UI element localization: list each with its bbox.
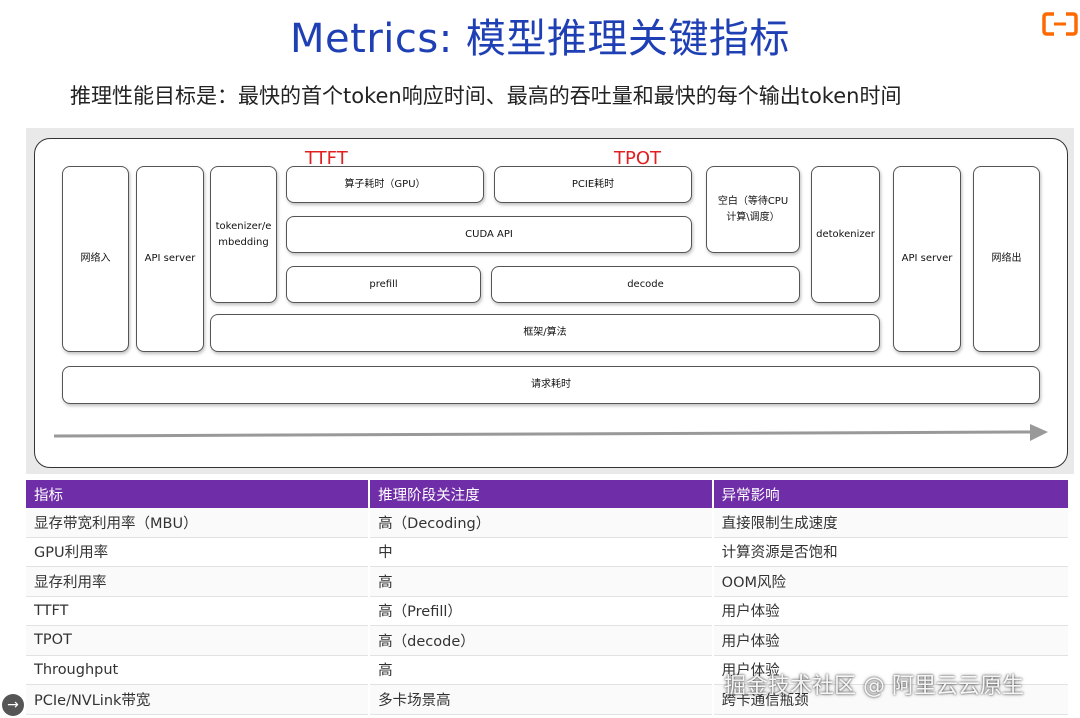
- idle-box: 空白（等待CPU 计算\调度）: [706, 166, 800, 253]
- cell-impact: 用户体验: [712, 625, 1071, 656]
- tpot-label: TPOT: [614, 148, 662, 169]
- subtitle: 推理性能目标是：最快的首个token响应时间、最高的吞吐量和最快的每个输出tok…: [70, 84, 902, 108]
- idle-label-line1: 空白（等待CPU: [717, 196, 789, 207]
- cell-metric: TPOT: [26, 625, 371, 656]
- api-server-out-box: API server: [893, 166, 961, 352]
- cell-focus: 高: [369, 655, 714, 685]
- watermark: 掘金技术社区 @ 阿里云云原生: [724, 674, 1024, 699]
- table-row: PCIe/NVLink带宽 多卡场景高 跨卡通信瓶颈: [26, 684, 1071, 715]
- header-impact: 异常影响: [712, 480, 1071, 508]
- page-title: Metrics: 模型推理关键指标: [290, 16, 790, 62]
- arrow-right-circle-icon[interactable]: →: [2, 694, 24, 716]
- cell-impact: 跨卡通信瓶颈: [712, 684, 1071, 715]
- cell-metric: TTFT: [26, 596, 371, 626]
- cell-focus: 中: [369, 537, 714, 567]
- network-in-box: 网络入: [62, 166, 129, 352]
- tokenizer-box: tokenizer/e mbedding: [210, 166, 277, 303]
- cuda-api-box: CUDA API: [286, 216, 692, 253]
- table-row: 显存利用率 高 OOM风险: [26, 566, 1071, 597]
- cell-impact: OOM风险: [712, 566, 1071, 597]
- timeline-arrow-icon: [54, 424, 1048, 441]
- cell-metric: GPU利用率: [26, 537, 371, 567]
- cell-focus: 多卡场景高: [369, 684, 714, 715]
- cell-metric: 显存带宽利用率（MBU）: [26, 508, 371, 538]
- cell-focus: 高（Decoding）: [369, 508, 714, 538]
- pcie-time-box: PCIE耗时: [494, 166, 692, 203]
- idle-label: 空白（等待CPU 计算\调度）: [718, 194, 788, 225]
- prefill-box: prefill: [286, 266, 481, 303]
- tokenizer-label-line1: tokenizer/e: [215, 221, 272, 232]
- decode-label: decode: [627, 278, 664, 290]
- idle-label-line2: 计算\调度）: [726, 211, 780, 223]
- cell-impact: 计算资源是否饱和: [712, 537, 1071, 567]
- cell-impact: 直接限制生成速度: [712, 508, 1071, 538]
- detokenizer-box: detokenizer: [811, 166, 880, 303]
- aliyun-logo-icon: [1042, 12, 1078, 36]
- decode-box: decode: [491, 266, 800, 303]
- header-metric: 指标: [26, 480, 371, 508]
- cell-impact: 用户体验: [712, 655, 1071, 685]
- cell-metric: Throughput: [26, 655, 371, 685]
- cell-focus: 高: [369, 566, 714, 597]
- table-row: Throughput 高 用户体验: [26, 655, 1071, 685]
- cuda-api-label: CUDA API: [465, 228, 513, 240]
- gpu-time-label: 算子耗时（GPU）: [344, 178, 426, 190]
- gpu-time-box: 算子耗时（GPU）: [286, 166, 484, 203]
- network-out-box: 网络出: [973, 166, 1040, 352]
- table-row: TPOT 高（decode） 用户体验: [26, 625, 1071, 656]
- detokenizer-label: detokenizer: [816, 228, 875, 240]
- cell-impact: 用户体验: [712, 596, 1071, 626]
- ttft-label: TTFT: [305, 148, 348, 169]
- network-out-label: 网络出: [991, 253, 1022, 265]
- api-server-out-label: API server: [901, 253, 953, 265]
- table-row: GPU利用率 中 计算资源是否饱和: [26, 537, 1071, 567]
- cell-metric: PCIe/NVLink带宽: [26, 684, 371, 715]
- prefill-label: prefill: [369, 278, 398, 290]
- table-row: 显存带宽利用率（MBU） 高（Decoding） 直接限制生成速度: [26, 508, 1071, 538]
- api-server-in-box: API server: [136, 166, 204, 352]
- cell-metric: 显存利用率: [26, 566, 371, 597]
- api-server-in-label: API server: [144, 253, 196, 265]
- tokenizer-label: tokenizer/e mbedding: [216, 219, 272, 250]
- table-row: TTFT 高（Prefill） 用户体验: [26, 596, 1071, 626]
- framework-label: 框架/算法: [523, 327, 567, 339]
- cell-focus: 高（decode）: [369, 625, 714, 656]
- metrics-table: 指标 推理阶段关注度 异常影响 显存带宽利用率（MBU） 高（Decoding）…: [26, 480, 1071, 715]
- pcie-time-label: PCIE耗时: [571, 178, 615, 190]
- framework-box: 框架/算法: [210, 314, 880, 352]
- header-focus: 推理阶段关注度: [369, 480, 714, 508]
- network-in-label: 网络入: [80, 253, 111, 265]
- request-time-box: 请求耗时: [62, 366, 1040, 404]
- table-header-row: 指标 推理阶段关注度 异常影响: [26, 480, 1071, 508]
- cell-focus: 高（Prefill）: [369, 596, 714, 626]
- request-time-label: 请求耗时: [531, 379, 571, 391]
- tokenizer-label-line2: mbedding: [218, 236, 269, 248]
